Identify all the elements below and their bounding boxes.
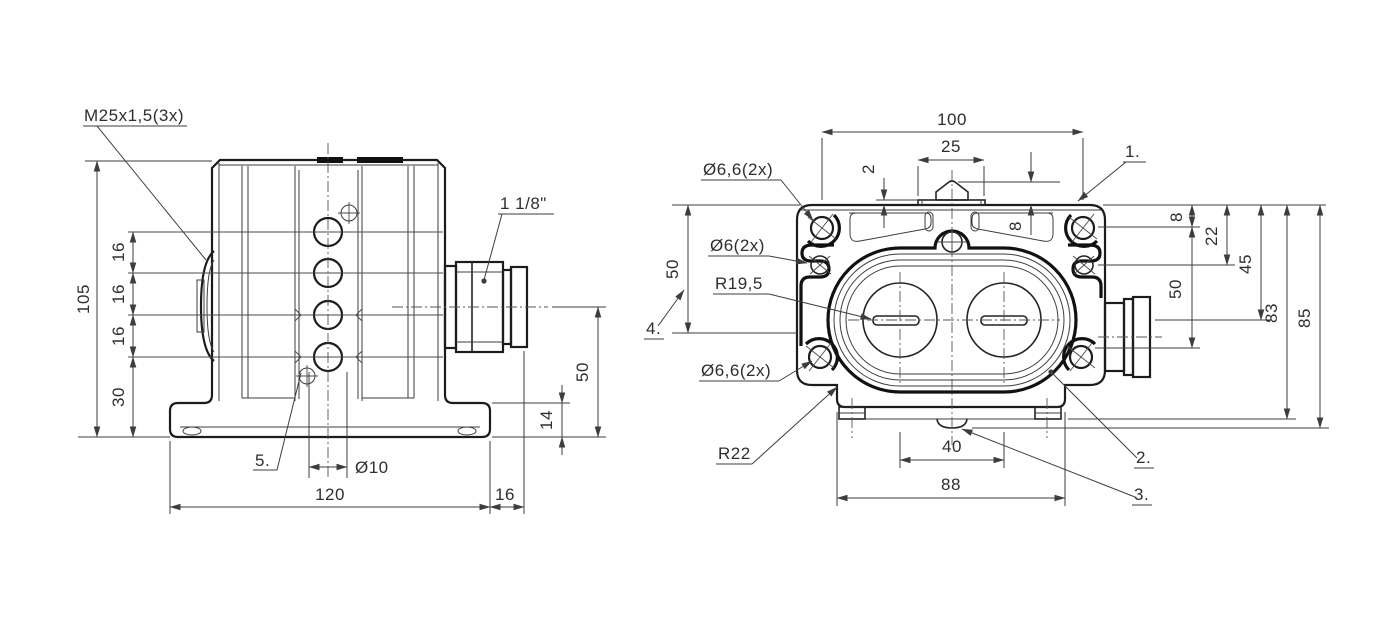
note-thread: M25x1,5(3x) bbox=[84, 106, 184, 125]
label-side-holes: Ø6(2x) bbox=[710, 236, 765, 255]
dim-hole-dia: Ø10 bbox=[355, 458, 389, 477]
dim-chain-overall: 85 bbox=[1295, 308, 1314, 328]
top-slot-right bbox=[970, 211, 980, 232]
right-s-channel bbox=[1068, 243, 1103, 298]
top-pockets bbox=[849, 212, 1054, 242]
dim-lens-spacing: 40 bbox=[942, 437, 962, 456]
body-outline bbox=[168, 158, 492, 439]
dim-plate-thickness: 2 bbox=[859, 164, 878, 174]
side-gland-boss bbox=[196, 250, 215, 362]
side-view: 100 25 2 8 1. 50 4. bbox=[644, 110, 1329, 506]
leader-dot bbox=[1048, 369, 1054, 375]
dim-chain-mount: 50 bbox=[1166, 279, 1185, 299]
side-centerlines bbox=[848, 170, 1162, 445]
top-slot-left bbox=[924, 211, 934, 232]
dim-base-width: 120 bbox=[315, 485, 345, 504]
side-view-geometry bbox=[795, 170, 1162, 445]
dim-chain-hole: 22 bbox=[1202, 226, 1221, 246]
dim-center-height: 50 bbox=[573, 362, 592, 382]
front-view: 105 16 16 16 30 50 14 120 bbox=[74, 106, 606, 514]
dim-base-height: 30 bbox=[109, 387, 128, 407]
dim-tab-height: 8 bbox=[1006, 221, 1025, 231]
dim-left-height: 50 bbox=[663, 259, 682, 279]
label-corner-holes-top: Ø6,6(2x) bbox=[703, 160, 773, 179]
dim-overall-height: 105 bbox=[74, 284, 93, 314]
front-centerlines bbox=[128, 143, 548, 478]
corner-screws bbox=[805, 213, 1098, 372]
dim-chain-top: 8 bbox=[1167, 212, 1186, 222]
dim-chain-body: 83 bbox=[1262, 303, 1281, 323]
small-screw-holes bbox=[296, 202, 360, 387]
label-lens-radius: R19,5 bbox=[715, 274, 763, 293]
housing-outline bbox=[795, 203, 1107, 409]
front-view-dimensions: 105 16 16 16 30 50 14 120 bbox=[74, 106, 606, 514]
dim-body-width: 88 bbox=[941, 475, 961, 494]
corner-hooks bbox=[804, 213, 1099, 372]
side-screws bbox=[808, 255, 1096, 275]
front-view-geometry bbox=[128, 143, 548, 478]
pipe-connector bbox=[443, 260, 529, 354]
base-details bbox=[180, 426, 480, 436]
note-item2: 2. bbox=[1136, 448, 1151, 467]
note-item4: 4. bbox=[646, 319, 661, 338]
side-view-dimensions: 100 25 2 8 1. 50 4. bbox=[644, 110, 1329, 506]
note-item3: 3. bbox=[1134, 485, 1149, 504]
label-corner-holes-bottom: Ø6,6(2x) bbox=[701, 361, 771, 380]
dim-pitch-top: 16 bbox=[109, 242, 128, 262]
cavity-outline bbox=[826, 229, 1078, 394]
dim-tab-width: 25 bbox=[941, 137, 961, 156]
dim-mount-spacing: 100 bbox=[937, 110, 967, 129]
note-item1: 1. bbox=[1125, 142, 1140, 161]
plate-ticks bbox=[921, 200, 982, 205]
dim-chain-center: 45 bbox=[1236, 254, 1255, 274]
dim-pitch-bot: 16 bbox=[109, 326, 128, 346]
note-item5: 5. bbox=[255, 451, 270, 470]
dim-pitch-mid: 16 bbox=[109, 284, 128, 304]
label-outer-radius: R22 bbox=[718, 444, 751, 463]
bottom-feet bbox=[838, 406, 1062, 429]
gasket-bar-left bbox=[317, 157, 343, 163]
left-s-channel bbox=[799, 243, 834, 346]
panel-lines bbox=[218, 163, 439, 401]
gasket-bar-right bbox=[357, 157, 403, 163]
top-peak bbox=[935, 180, 969, 201]
dim-step-height: 14 bbox=[537, 410, 556, 430]
dim-protrusion: 16 bbox=[495, 485, 515, 504]
leader-dot bbox=[481, 278, 487, 284]
chamfer-marks bbox=[294, 308, 363, 364]
note-connector: 1 1/8" bbox=[500, 194, 547, 213]
